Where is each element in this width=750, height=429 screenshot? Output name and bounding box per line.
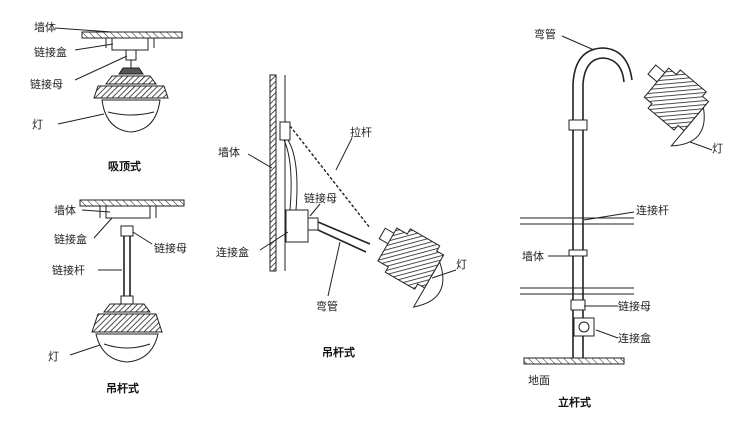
ceiling-nut xyxy=(125,49,137,61)
pole-nut xyxy=(570,299,586,311)
ceiling-caption: 吸顶式 xyxy=(108,159,141,173)
ceiling-lamp-label: 灯 xyxy=(32,118,43,131)
pendant-lamp-label: 灯 xyxy=(48,350,59,363)
wall-mount-box xyxy=(285,209,309,243)
ceiling-wall-slab xyxy=(81,31,183,39)
wall-pull-rod xyxy=(289,125,371,229)
ceiling-lamp-cap xyxy=(118,67,144,75)
ceiling-lamp-body xyxy=(105,75,157,85)
ceiling-mount-diagram: 墙体 链接盒 链接母 灯 吸顶式 xyxy=(30,20,183,173)
wall-mount-wall xyxy=(269,74,277,272)
wall-mount-caption: 吊杆式 xyxy=(322,345,355,359)
pole-wall-label: 墙体 xyxy=(522,249,544,263)
pendant-box xyxy=(105,205,151,219)
pole-ground xyxy=(523,357,625,365)
wall-mount-diagram: 墙体 拉杆 链接母 连接盒 灯 弯管 吊杆式 xyxy=(216,74,467,359)
pendant-rod-label: 链接杆 xyxy=(52,263,85,277)
pole-mount-diagram: 弯管 灯 连接杆 墙体 链接母 连接盒 地面 立杆式 xyxy=(520,27,723,409)
pole-lamp-globe xyxy=(670,106,705,147)
pendant-wall-label: 墙体 xyxy=(54,203,76,217)
ceiling-box xyxy=(111,37,149,51)
pole-elbow xyxy=(572,47,633,85)
pole-lamp-label: 灯 xyxy=(712,142,723,155)
pendant-caption: 吊杆式 xyxy=(106,381,139,395)
wall-nut-label: 链接母 xyxy=(304,191,337,205)
wall-lamp-globe xyxy=(412,260,444,308)
pendant-nut-label: 链接母 xyxy=(154,241,187,255)
wall-lamp-label: 灯 xyxy=(456,258,467,271)
ceiling-box-label: 链接盒 xyxy=(34,45,67,59)
pole-elbow-label: 弯管 xyxy=(534,27,556,41)
pendant-lamp-body xyxy=(91,313,163,333)
wall-elbow-label: 弯管 xyxy=(316,299,338,313)
pendant-lamp-cap xyxy=(103,303,151,313)
wall-pull-label: 拉杆 xyxy=(350,125,372,139)
ceiling-wall-label: 墙体 xyxy=(34,20,56,34)
pendant-nut xyxy=(120,225,134,237)
wall-box-label: 连接盒 xyxy=(216,245,249,259)
pendant-box-label: 链接盒 xyxy=(54,232,87,246)
ceiling-lamp-globe xyxy=(101,99,161,133)
pole-caption: 立杆式 xyxy=(558,395,591,409)
ceiling-nut-label: 链接母 xyxy=(30,77,63,91)
pole-nut-label: 链接母 xyxy=(618,299,651,313)
pole-ground-label: 地面 xyxy=(528,374,550,387)
pendant-rod-diagram: 墙体 链接盒 链接母 链接杆 灯 吊杆式 xyxy=(48,199,187,395)
pole-box-label: 连接盒 xyxy=(618,331,651,345)
wall-mount-wall-label: 墙体 xyxy=(218,145,240,159)
pole-rod-label: 连接杆 xyxy=(636,203,669,217)
pendant-wall-slab xyxy=(79,199,185,207)
